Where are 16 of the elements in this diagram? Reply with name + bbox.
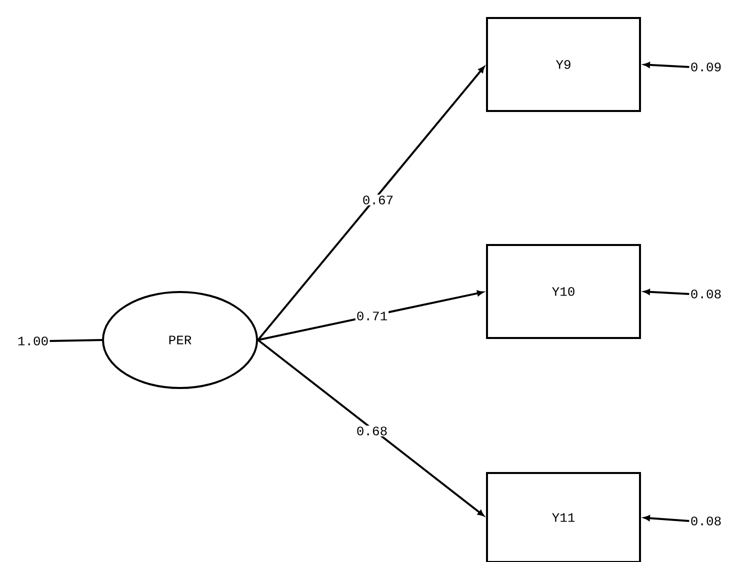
path-arrow bbox=[257, 339, 484, 516]
path-arrow bbox=[644, 289, 690, 295]
edge-label: 0.71 bbox=[355, 310, 389, 322]
value-label: 1.00 bbox=[18, 336, 48, 346]
edge-label: 0.68 bbox=[355, 426, 389, 436]
path-arrow bbox=[257, 66, 485, 341]
path-arrow bbox=[644, 515, 690, 522]
path-arrow bbox=[644, 62, 690, 68]
connector-line bbox=[50, 339, 102, 342]
edge-label: 0.67 bbox=[361, 194, 395, 206]
error-value: 0.08 bbox=[691, 290, 721, 298]
observed-box: Y11 bbox=[486, 472, 641, 562]
observed-box: Y10 bbox=[486, 244, 641, 339]
error-value: 0.08 bbox=[691, 516, 721, 526]
error-value: 0.09 bbox=[691, 62, 721, 72]
observed-box: Y9 bbox=[486, 17, 641, 112]
